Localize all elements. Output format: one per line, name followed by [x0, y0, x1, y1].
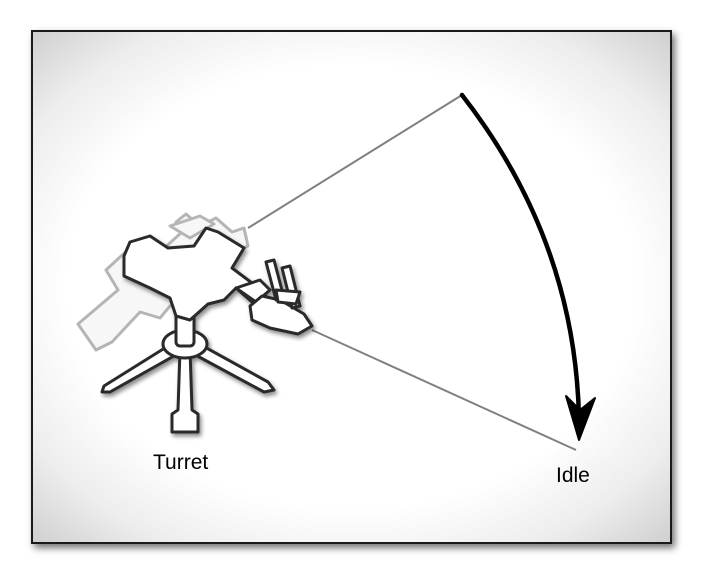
idle-label: Idle	[556, 464, 590, 487]
turret-label: Turret	[153, 451, 209, 474]
curved-arrow-icon	[459, 92, 596, 441]
sentry-turret-icon	[100, 226, 314, 434]
sweep-line-lower	[311, 329, 577, 451]
sweep-line-upper	[247, 94, 463, 229]
